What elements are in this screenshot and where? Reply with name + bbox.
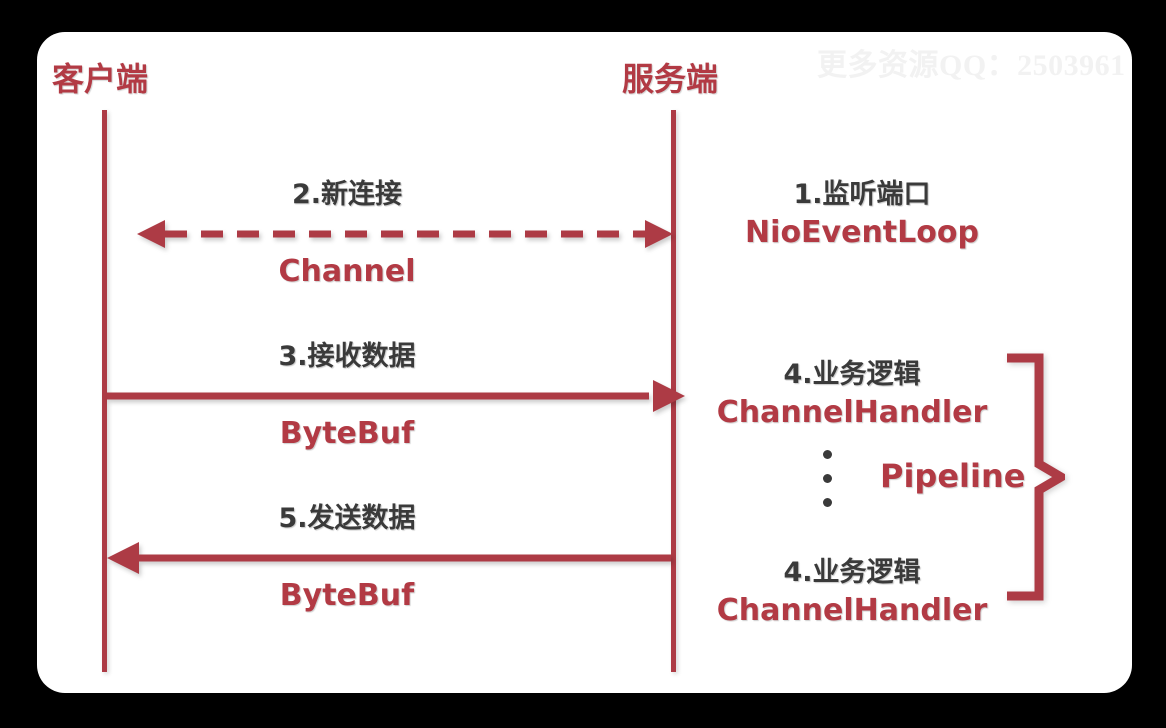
server-class-label: ChannelHandler: [716, 593, 988, 628]
message-step-label: 3.接收数据: [278, 341, 416, 372]
actor-title-server: 服务端: [622, 60, 719, 98]
ellipsis-dot: [822, 474, 832, 483]
ellipsis-dot: [822, 498, 832, 507]
diagram-card: 更多资源QQ：2503961 客户端 服务端 2.新连接 Channel: [37, 32, 1132, 693]
pipeline-ellipsis-icon: [819, 450, 835, 507]
message-payload-label: ByteBuf: [279, 578, 415, 613]
message-payload-label: ByteBuf: [279, 416, 415, 451]
server-class-label: NioEventLoop: [745, 215, 979, 250]
message-arrow-right-solid: [37, 376, 737, 416]
pipeline-label: Pipeline: [880, 457, 1026, 495]
message-step-label: 2.新连接: [291, 179, 403, 210]
server-step-label: 4.业务逻辑: [783, 557, 921, 588]
message-arrow-left-solid: [37, 538, 737, 578]
server-step-label: 1.监听端口: [793, 179, 931, 210]
server-block-business-logic-bottom: 4.业务逻辑 ChannelHandler: [687, 550, 1017, 628]
message-step-label: 5.发送数据: [278, 503, 416, 534]
actor-title-client: 客户端: [52, 60, 149, 98]
server-block-listen-port: 1.监听端口 NioEventLoop: [697, 172, 1027, 250]
ellipsis-dot: [822, 450, 832, 459]
server-block-business-logic-top: 4.业务逻辑 ChannelHandler: [687, 352, 1017, 430]
message-arrow-bidirectional-dashed: [37, 214, 737, 254]
pipeline-brace-icon: [1005, 352, 1070, 602]
server-class-label: ChannelHandler: [716, 395, 988, 430]
watermark-text: 更多资源QQ：2503961: [817, 49, 1126, 82]
message-payload-label: Channel: [278, 254, 416, 289]
lifeline-client: [102, 110, 107, 672]
server-step-label: 4.业务逻辑: [783, 359, 921, 390]
